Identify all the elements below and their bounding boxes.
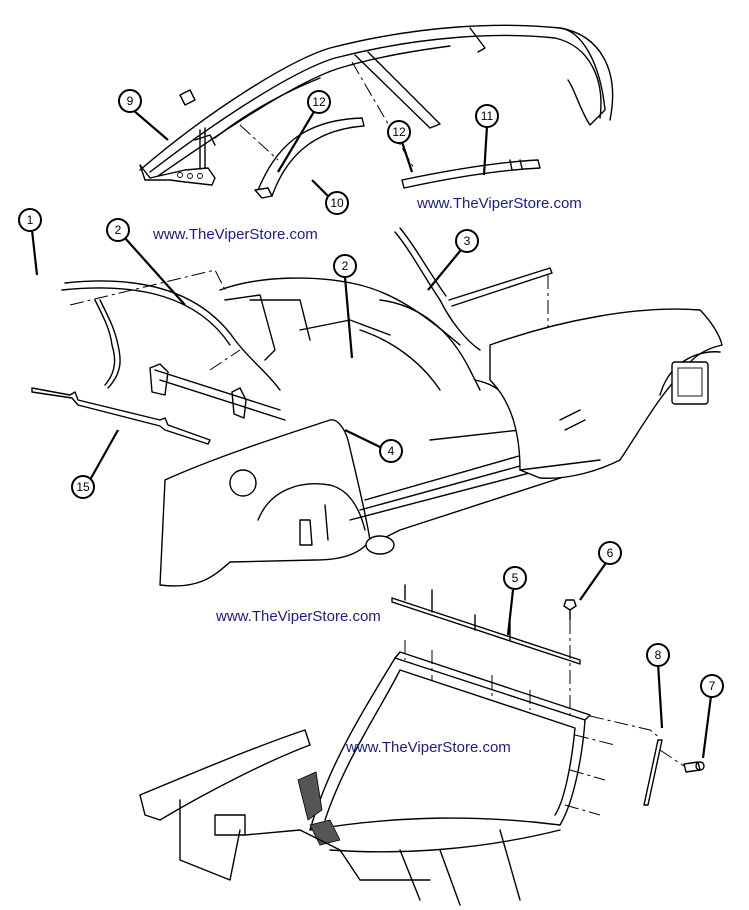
callout-11: 11 [475, 104, 499, 128]
callout-label: 2 [342, 259, 349, 273]
callout-10: 10 [325, 191, 349, 215]
callout-15: 15 [71, 475, 95, 499]
callout-label: 12 [392, 125, 406, 139]
watermark-link: www.TheViperStore.com [216, 608, 381, 625]
callout-label: 8 [655, 648, 662, 662]
callout-label: 7 [709, 679, 716, 693]
callout-label: 1 [27, 213, 34, 227]
callout-label: 6 [607, 546, 614, 560]
callout-label: 12 [312, 95, 326, 109]
callout-label: 4 [388, 444, 395, 458]
callout-4: 4 [379, 439, 403, 463]
callout-6: 6 [598, 541, 622, 565]
callout-label: 3 [464, 234, 471, 248]
callout-label: 10 [330, 196, 344, 210]
callout-12a: 12 [307, 90, 331, 114]
roof-header-assembly [139, 24, 614, 199]
callout-label: 9 [127, 94, 134, 108]
watermark-link: www.TheViperStore.com [346, 739, 511, 756]
watermark-link: www.TheViperStore.com [417, 195, 582, 212]
callout-5: 5 [503, 566, 527, 590]
watermark-link: www.TheViperStore.com [153, 226, 318, 243]
callout-8: 8 [646, 643, 670, 667]
callout-label: 11 [481, 109, 494, 123]
windshield-frame-assembly [139, 584, 705, 906]
callout-7: 7 [700, 674, 724, 698]
callout-label: 15 [76, 480, 90, 494]
callout-label: 2 [115, 223, 122, 237]
callout-2b: 2 [333, 254, 357, 278]
callout-9: 9 [118, 89, 142, 113]
callout-3: 3 [455, 229, 479, 253]
callout-2a: 2 [106, 218, 130, 242]
callouts [30, 109, 713, 759]
callout-label: 5 [512, 571, 519, 585]
callout-1: 1 [18, 208, 42, 232]
callout-12b: 12 [387, 120, 411, 144]
body-shell [31, 227, 723, 587]
